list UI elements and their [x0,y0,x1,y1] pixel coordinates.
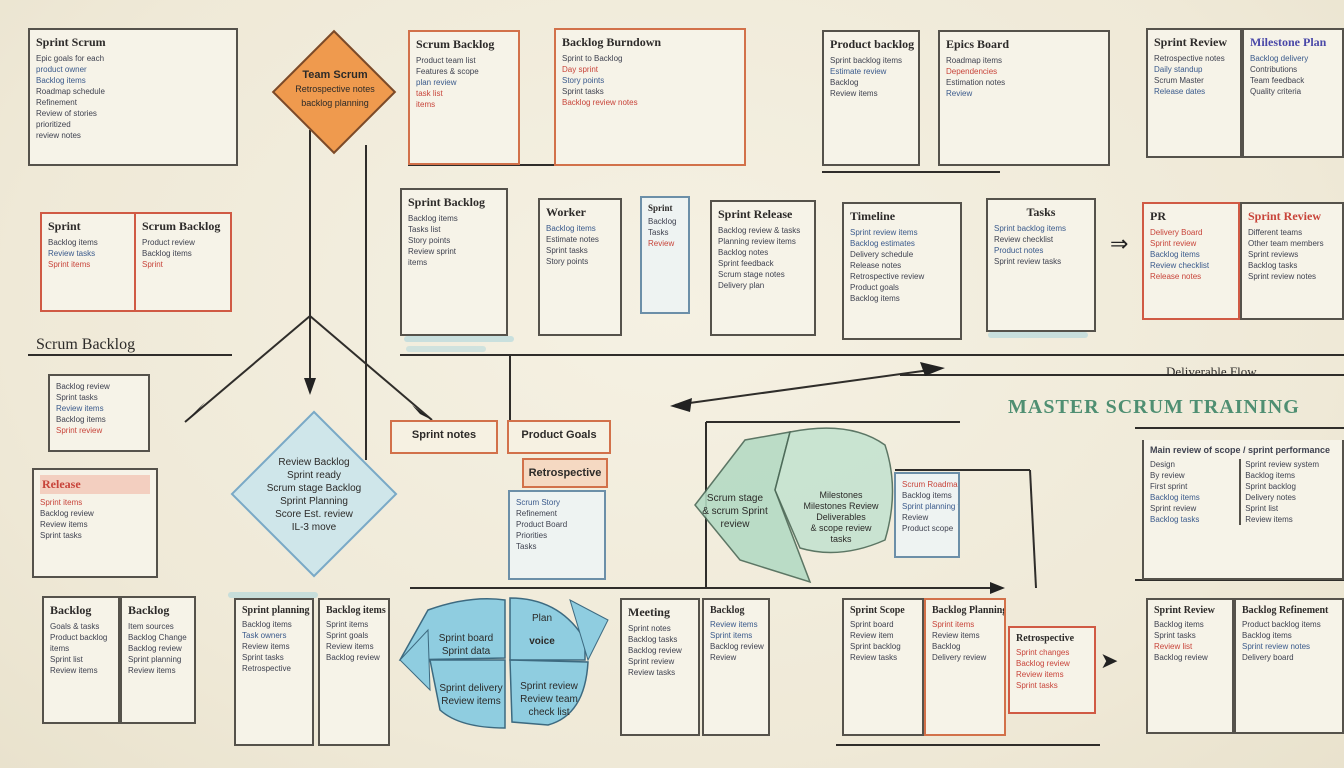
arrowhead [670,398,692,412]
blue-blob-right-fin [569,599,609,662]
card-left-release: Release Sprint items Backlog review Revi… [32,468,158,578]
card-left-review: Backlog review Sprint tasks Review items… [48,374,150,452]
blue-blob-bl [429,659,506,729]
arrowhead [990,582,1005,594]
card-main-review: Main review of scope / sprint performanc… [1142,440,1344,580]
card-timeline: Timeline Sprint review items Backlog est… [842,202,962,340]
connector [674,369,931,406]
card-sprint-small: Sprint Backlog Tasks Review [640,196,690,314]
card-worker: Worker Backlog items Estimate notes Spri… [538,198,622,336]
section-label-scrum-backlog: Scrum Backlog [36,336,136,353]
green-blob-right [774,427,894,554]
card-scrum-backlog: Scrum Backlog Product team list Features… [408,30,520,165]
watercolor-wash [406,346,486,352]
card-sprint-review-top: Sprint Review Retrospective notes Daily … [1146,28,1242,158]
card-product-backlog: Product backlog Sprint backlog items Est… [822,30,920,166]
tag-product-goals: Product Goals [507,420,611,454]
arrowhead [412,405,432,420]
blue-blob-bl-text: Sprint delivery Review items [439,683,503,707]
main-review-columns: Design By review First sprint Backlog it… [1150,459,1336,525]
card-milestone-plan: Milestone Plan Backlog delivery Contribu… [1242,28,1344,158]
card-bottom-backlog-planning: Backlog Planning Sprint items Review ite… [924,598,1006,736]
blue-blob-tr-text: Plan voice [529,613,555,647]
blue-blob-br [509,659,589,726]
section-label-deliverable-flow: Deliverable Flow [1166,364,1257,379]
card-sprint-backlog: Sprint Backlog Backlog items Tasks list … [400,188,508,336]
green-blob-right-text: Milestones Milestones Review Deliverable… [803,490,879,544]
blue-blob-left-fin [399,628,431,692]
card-scrum-sprint-notes: Scrum Story Refinement Product Board Pri… [508,490,606,580]
card-bottom-3: Backlog items Sprint items Sprint goals … [318,598,390,746]
connector [184,315,311,423]
card-sprint-release: Sprint Release Backlog review & tasks Pl… [710,200,816,336]
card-bottom-5: Backlog Review items Sprint items Backlo… [702,598,770,736]
card-bottom-0: Backlog Goals & tasks Product backlog it… [42,596,120,724]
arrow-right-icon: ➤ [1100,648,1119,673]
blue-blob-br-text: Sprint review Review team check list [520,681,578,718]
card-tasks: Tasks Sprint backlog items Review checkl… [986,198,1096,332]
decision-blue-label: Review Backlog Sprint ready Scrum stage … [266,457,362,533]
connector [1029,469,1037,589]
arrowhead [304,378,316,395]
card-bottom-sprint-scope: Sprint Scope Sprint board Review item Sp… [842,598,924,736]
arrow-right-icon: ⇒ [1110,231,1129,256]
card-sprint-scrum: Sprint Scrum Epic goals for each product… [28,28,238,166]
green-blob-left-text: Scrum stage & scrum Sprint review [702,493,768,530]
blue-blob-tl-text: Sprint board Sprint data [438,633,494,657]
card-backlog-burndown: Backlog Burndown Sprint to Backlog Day s… [554,28,746,166]
card-bottom-retrospective: Retrospective Sprint changes Backlog rev… [1008,626,1096,714]
watercolor-wash [988,332,1088,338]
card-sprint-review-mid: Sprint Review Different teams Other team… [1240,202,1344,320]
card-bottom-meeting: Meeting Sprint notes Backlog tasks Backl… [620,598,700,736]
title-banner: MASTER SCRUM TRAINING [1008,396,1300,418]
decision-orange-label: Team Scrum Retrospective notes backlog p… [295,69,375,108]
card-green-side-notes: Scrum Roadmap Backlog items Sprint plann… [894,472,960,558]
main-review-left: Design By review First sprint Backlog it… [1150,460,1200,524]
card-bottom-backlog-refinement: Backlog Refinement Product backlog items… [1234,598,1344,734]
card-bottom-sprint-review: Sprint Review Backlog items Sprint tasks… [1146,598,1234,734]
main-review-right: Sprint review system Backlog items Sprin… [1239,459,1336,525]
card-bottom-1: Backlog Item sources Backlog Change Back… [120,596,196,724]
card-epics-board: Epics Board Roadmap items Dependencies E… [938,30,1110,166]
connector [309,315,433,421]
arrowhead [920,362,945,376]
card-bottom-2: Sprint planning Backlog items Task owner… [234,598,314,746]
tag-sprint-notes: Sprint notes [390,420,498,454]
tag-retrospective: Retrospective [522,458,608,488]
arrowhead [185,402,205,422]
watercolor-wash [404,336,514,342]
card-pr: PR Delivery Board Sprint review Backlog … [1142,202,1240,320]
card-left-scrum-backlog: Scrum Backlog Product review Backlog ite… [134,212,232,312]
watercolor-wash [228,592,318,598]
